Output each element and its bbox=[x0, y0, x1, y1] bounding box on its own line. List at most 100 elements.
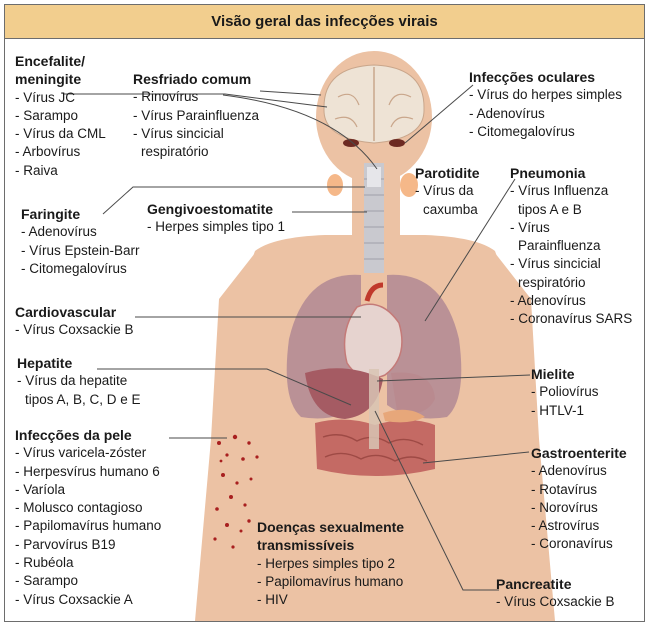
virus-item-line: - Adenovírus bbox=[510, 293, 586, 308]
brain bbox=[324, 65, 424, 143]
virus-item-line: - HIV bbox=[257, 592, 288, 607]
virus-item: - Vírus sincicial respiratório bbox=[510, 255, 632, 292]
virus-item-line: - Papilomavírus humano bbox=[15, 518, 161, 533]
virus-item-line: - Vírus Coxsackie B bbox=[15, 322, 134, 337]
condition-title-line: Resfriado comum bbox=[133, 70, 259, 88]
virus-item-line: - Sarampo bbox=[15, 108, 78, 123]
diagram-frame: Visão geral das infecções virais bbox=[4, 4, 645, 622]
condition-title-line: Doenças sexualmente bbox=[257, 518, 404, 536]
virus-item-line: - Adenovírus bbox=[21, 224, 97, 239]
virus-item-line: Parainfluenza bbox=[510, 237, 632, 255]
virus-item-line: - Vírus da bbox=[415, 183, 474, 198]
condition-title-line: Cardiovascular bbox=[15, 303, 134, 321]
virus-item-line: - Adenovírus bbox=[531, 463, 607, 478]
virus-item: - Rinovírus bbox=[133, 88, 259, 106]
virus-item: - Poliovírus bbox=[531, 383, 599, 401]
virus-item: - Vírus Coxsackie B bbox=[496, 593, 615, 611]
label-encefalite: Encefalite/meningite- Vírus JC- Sarampo-… bbox=[15, 52, 106, 180]
label-pancreatite: Pancreatite- Vírus Coxsackie B bbox=[496, 575, 615, 612]
virus-item: - Sarampo bbox=[15, 107, 106, 125]
virus-item: - Adenovírus bbox=[531, 462, 627, 480]
virus-item: - HTLV-1 bbox=[531, 402, 599, 420]
virus-item-line: - Varíola bbox=[15, 482, 65, 497]
virus-item-line: - Astrovírus bbox=[531, 518, 599, 533]
virus-item: - Vírus da hepatitetipos A, B, C, D e E bbox=[17, 372, 141, 409]
label-dst: Doenças sexualmentetransmissíveis- Herpe… bbox=[257, 518, 404, 609]
virus-item: - HIV bbox=[257, 591, 404, 609]
virus-item-line: - Citomegalovírus bbox=[469, 124, 575, 139]
virus-item-line: - Vírus do herpes simples bbox=[469, 87, 622, 102]
condition-title-line: Pneumonia bbox=[510, 164, 632, 182]
condition-title: Faringite bbox=[21, 205, 140, 223]
condition-title: Cardiovascular bbox=[15, 303, 134, 321]
virus-item-line: - Vírus Parainfluenza bbox=[133, 108, 259, 123]
virus-item-line: - Rotavírus bbox=[531, 482, 597, 497]
virus-item: - Papilomavírus humano bbox=[257, 573, 404, 591]
virus-item-line: - Molusco contagioso bbox=[15, 500, 143, 515]
condition-title: Pneumonia bbox=[510, 164, 632, 182]
virus-item-line: - Herpesvírus humano 6 bbox=[15, 464, 160, 479]
condition-title: Mielite bbox=[531, 365, 599, 383]
virus-item: - Vírus varicela-zóster bbox=[15, 444, 161, 462]
label-pele: Infecções da pele- Vírus varicela-zóster… bbox=[15, 426, 161, 609]
virus-item-line: - Arbovírus bbox=[15, 144, 80, 159]
virus-item-line: - Vírus bbox=[510, 220, 550, 235]
virus-item: - Sarampo bbox=[15, 572, 161, 590]
throat-trachea bbox=[364, 163, 384, 273]
virus-item-line: - Vírus Influenza bbox=[510, 183, 608, 198]
virus-item-line: respiratório bbox=[133, 143, 259, 161]
condition-title-line: Encefalite/ bbox=[15, 52, 106, 70]
condition-title: Infecções oculares bbox=[469, 68, 622, 86]
condition-title-line: Gengivoestomatite bbox=[147, 200, 285, 218]
virus-item-line: - Vírus sincicial bbox=[510, 256, 601, 271]
virus-item: - Papilomavírus humano bbox=[15, 517, 161, 535]
virus-item: - Rubéola bbox=[15, 554, 161, 572]
virus-item-line: respiratório bbox=[510, 274, 632, 292]
condition-title-line: Pancreatite bbox=[496, 575, 615, 593]
virus-item: - Arbovírus bbox=[15, 143, 106, 161]
virus-item: - Molusco contagioso bbox=[15, 499, 161, 517]
virus-item: - Coronavírus SARS bbox=[510, 310, 632, 328]
diagram-title: Visão geral das infecções virais bbox=[5, 5, 644, 39]
virus-item: - Citomegalovírus bbox=[469, 123, 622, 141]
condition-title-line: Infecções da pele bbox=[15, 426, 161, 444]
virus-item-line: - Vírus Coxsackie A bbox=[15, 592, 133, 607]
virus-item-line: - Vírus varicela-zóster bbox=[15, 445, 146, 460]
condition-title: Hepatite bbox=[17, 354, 141, 372]
virus-item: - Herpesvírus humano 6 bbox=[15, 463, 161, 481]
virus-item: - Vírus da CML bbox=[15, 125, 106, 143]
virus-item: - Vírus do herpes simples bbox=[469, 86, 622, 104]
label-gengivo: Gengivoestomatite- Herpes simples tipo 1 bbox=[147, 200, 285, 237]
virus-item-line: - Poliovírus bbox=[531, 384, 599, 399]
condition-title-line: Infecções oculares bbox=[469, 68, 622, 86]
condition-title-line: Mielite bbox=[531, 365, 599, 383]
virus-item: - Herpes simples tipo 1 bbox=[147, 218, 285, 236]
virus-item-line: - Coronavírus SARS bbox=[510, 311, 632, 326]
label-hepatite: Hepatite- Vírus da hepatitetipos A, B, C… bbox=[17, 354, 141, 409]
label-oculares: Infecções oculares- Vírus do herpes simp… bbox=[469, 68, 622, 141]
virus-item: - Vírus Parainfluenza bbox=[133, 107, 259, 125]
virus-item: - Herpes simples tipo 2 bbox=[257, 555, 404, 573]
virus-item-line: - Coronavírus bbox=[531, 536, 613, 551]
virus-item: - Parvovírus B19 bbox=[15, 536, 161, 554]
virus-item: - Adenovírus bbox=[469, 105, 622, 123]
label-pneumonia: Pneumonia- Vírus Influenzatipos A e B- V… bbox=[510, 164, 632, 329]
condition-title-line: meningite bbox=[15, 70, 106, 88]
condition-title-line: Gastroenterite bbox=[531, 444, 627, 462]
virus-item: - Raiva bbox=[15, 162, 106, 180]
virus-item: - Coronavírus bbox=[531, 535, 627, 553]
condition-title-line: Hepatite bbox=[17, 354, 141, 372]
condition-title-line: transmissíveis bbox=[257, 536, 404, 554]
label-resfriado: Resfriado comum- Rinovírus - Vírus Parain… bbox=[133, 70, 259, 161]
condition-title: Encefalite/meningite bbox=[15, 52, 106, 89]
virus-item: - Vírus Epstein-Barr bbox=[21, 242, 140, 260]
virus-item-line: - Herpes simples tipo 1 bbox=[147, 219, 285, 234]
virus-item-line: - Vírus da hepatite bbox=[17, 373, 127, 388]
virus-item-line: - Adenovírus bbox=[469, 106, 545, 121]
virus-item-line: - Vírus sincicial bbox=[133, 126, 224, 141]
virus-item-line: - Papilomavírus humano bbox=[257, 574, 403, 589]
virus-item: - Vírus Coxsackie B bbox=[15, 321, 134, 339]
virus-item: - Adenovírus bbox=[21, 223, 140, 241]
virus-item-line: - Vírus Epstein-Barr bbox=[21, 243, 140, 258]
heart bbox=[345, 304, 402, 378]
